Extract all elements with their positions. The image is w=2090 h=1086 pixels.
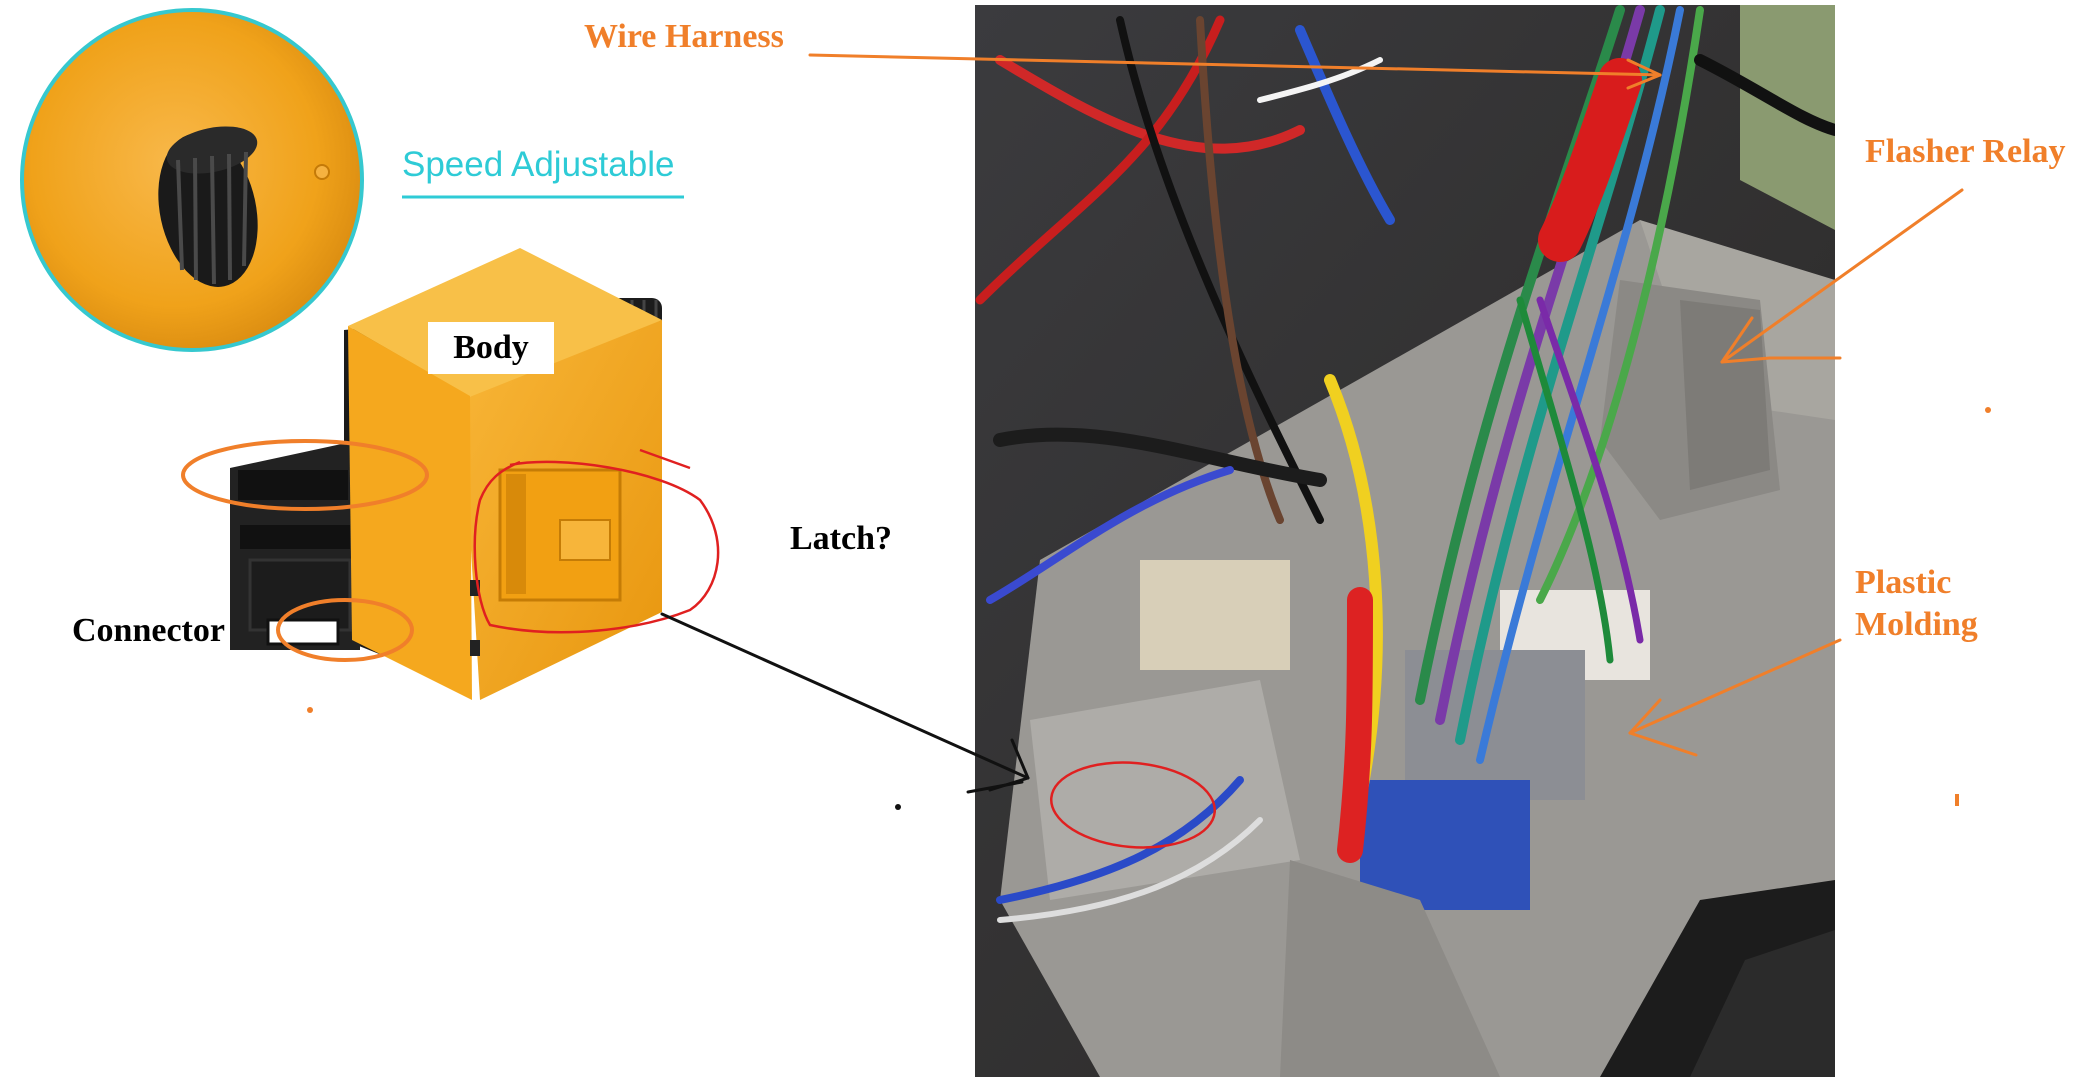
speed-adjustable-label: Speed Adjustable — [402, 145, 675, 184]
latch-red-circle-photo — [1049, 761, 1217, 849]
wiring-photo — [975, 5, 1835, 1077]
latch-red-circle-product — [473, 448, 720, 634]
latch-label: Latch? — [790, 520, 892, 557]
plastic-molding-line2: Molding — [1855, 606, 1978, 643]
plastic-molding-line1: Plastic — [1855, 564, 1952, 601]
plastic-molding-label: Plastic Molding — [1855, 562, 1978, 646]
connector-label: Connector — [72, 612, 225, 649]
connector-oval-top — [181, 439, 429, 511]
connector-oval-bottom — [276, 598, 414, 662]
knob-closeup-circle — [20, 8, 364, 352]
flasher-relay-label: Flasher Relay — [1865, 133, 2066, 170]
body-label: Body — [428, 322, 554, 374]
wire-harness-label: Wire Harness — [584, 18, 784, 55]
